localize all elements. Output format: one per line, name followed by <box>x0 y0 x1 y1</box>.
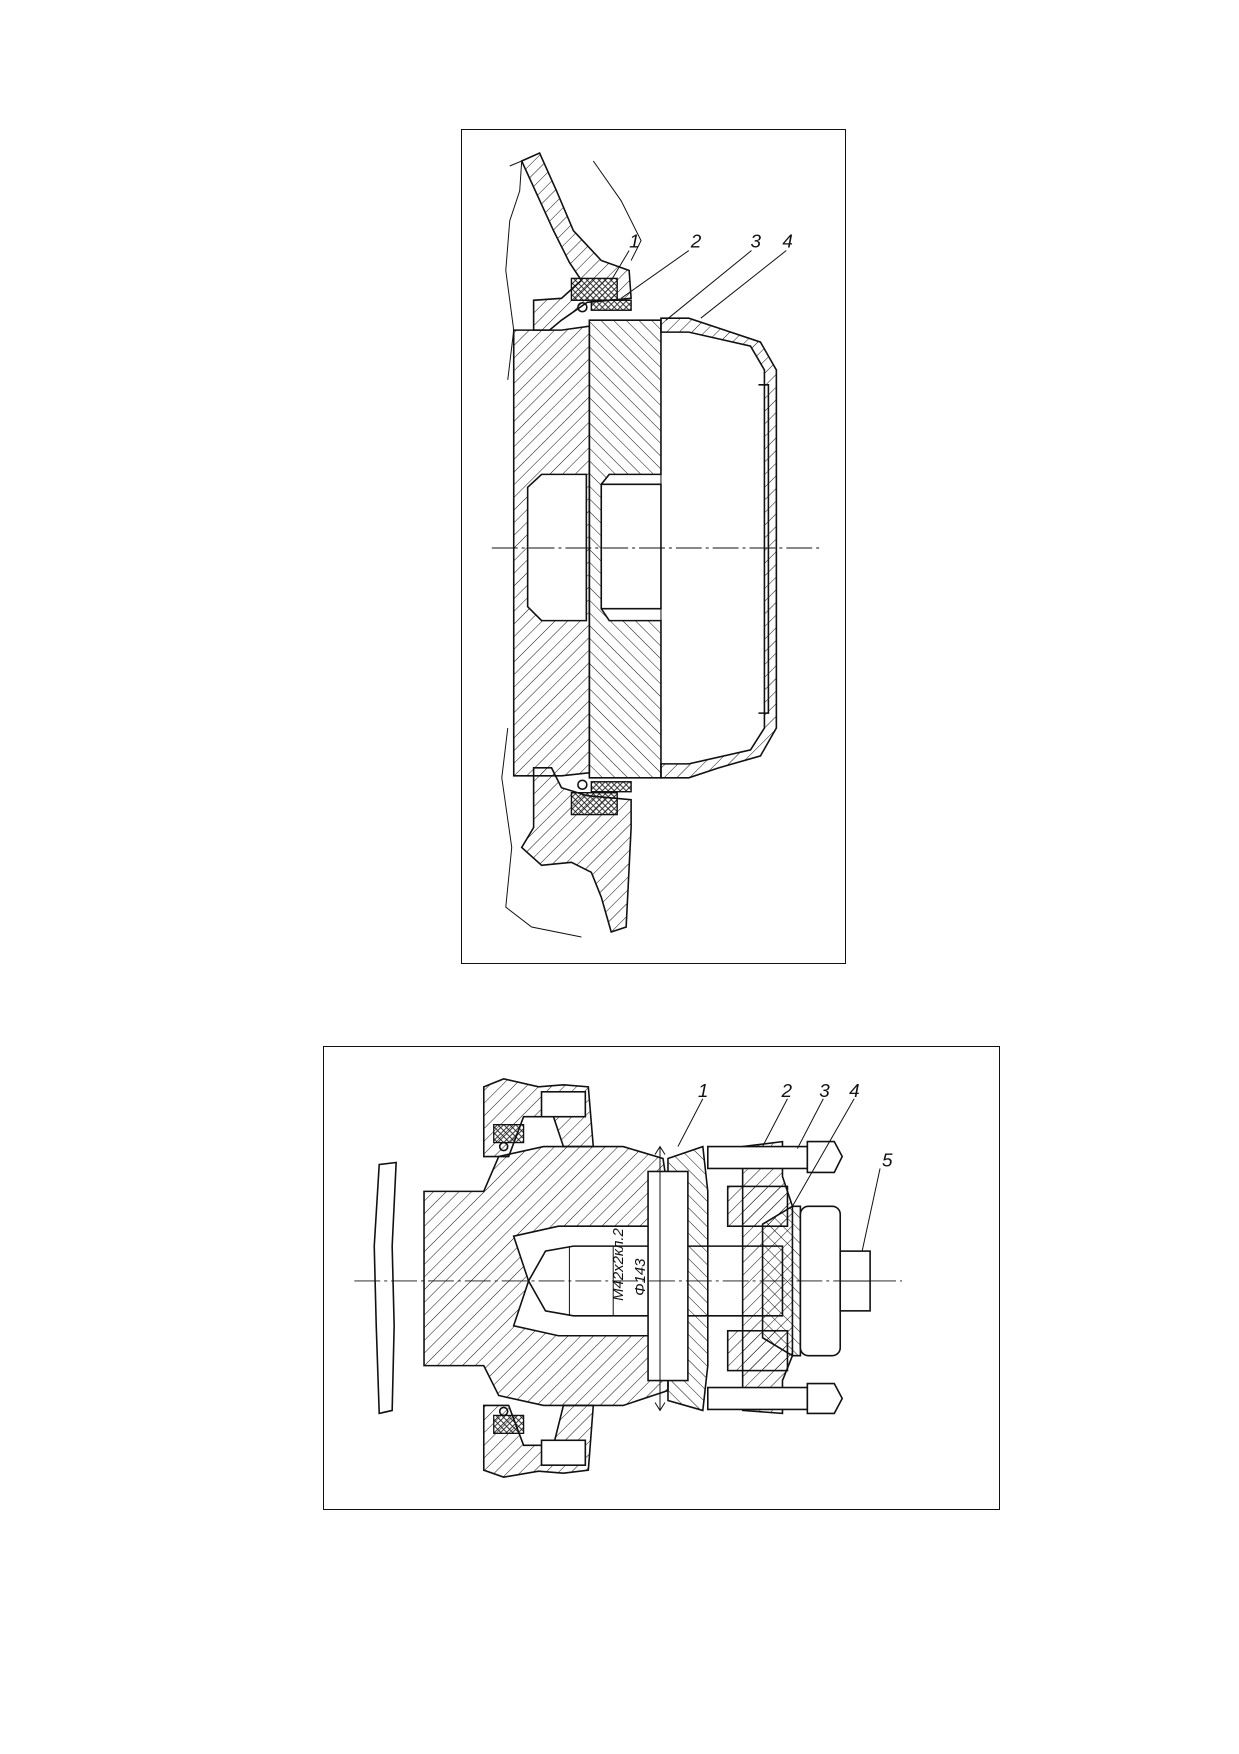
callout-1: 1 <box>629 232 640 253</box>
top-hub-cross-section: 1 2 3 4 <box>491 152 821 938</box>
callout-4: 4 <box>782 232 793 253</box>
thread-dimension: M42x2кл.2 <box>610 1228 627 1301</box>
seal-2-top <box>590 299 632 311</box>
callout-2: 2 <box>690 232 702 253</box>
part-3-bolt-top <box>707 1145 809 1170</box>
seal-1-top <box>570 277 618 301</box>
stud-bottom <box>540 1439 587 1466</box>
part-3-bolt-bottom <box>707 1386 809 1411</box>
hub-bore <box>526 473 588 622</box>
bottom-drawing-frame: M42x2кл.2 Φ143 1 2 3 4 5 <box>323 1046 1000 1510</box>
diameter-dimension: Φ143 <box>632 1258 649 1296</box>
bolt-head-bottom <box>806 1382 844 1415</box>
callout-2: 2 <box>780 1081 792 1102</box>
bolt-head-top <box>806 1140 844 1174</box>
spacer-plate <box>647 1170 689 1382</box>
callout-1: 1 <box>698 1081 709 1102</box>
seal-2-bottom <box>590 781 632 793</box>
wheel-disk <box>373 1161 397 1415</box>
callout-3: 3 <box>819 1081 830 1102</box>
bottom-puller-cross-section: M42x2кл.2 Φ143 1 2 3 4 5 <box>354 1078 902 1478</box>
hub-cap <box>660 317 778 779</box>
callout-4: 4 <box>849 1081 860 1102</box>
stud-top <box>540 1091 587 1118</box>
callout-5: 5 <box>882 1150 893 1171</box>
top-drawing-frame: 1 2 3 4 <box>461 129 846 964</box>
seal-bottom <box>493 1414 525 1434</box>
seal-1-bottom <box>570 792 618 816</box>
seal-top <box>493 1124 525 1144</box>
callout-3: 3 <box>750 232 761 253</box>
